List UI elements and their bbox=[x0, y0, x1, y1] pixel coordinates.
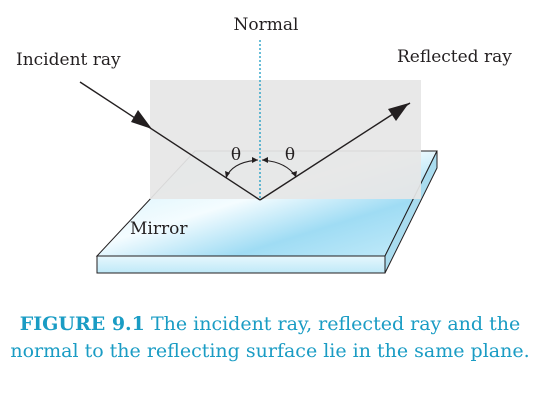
angle-arc-arrowhead bbox=[262, 157, 268, 163]
mirror-front-edge bbox=[96, 255, 386, 274]
plane-of-incidence bbox=[150, 80, 421, 199]
incident-ray bbox=[79, 81, 261, 201]
incident-arrowhead bbox=[131, 110, 152, 129]
reflection-diagram: Normal Incident ray Reflected ray Mirror… bbox=[16, 15, 512, 274]
caption-text: The incident ray, reflected ray and the … bbox=[10, 313, 530, 362]
angle-of-incidence-label: θ bbox=[231, 145, 241, 165]
reflected-arrowhead bbox=[388, 103, 409, 121]
incident-ray-label: Incident ray bbox=[16, 50, 121, 70]
reflected-ray bbox=[259, 102, 411, 201]
figure-number: FIGURE 9.1 bbox=[19, 313, 145, 335]
angle-arc-arrowhead bbox=[225, 171, 230, 178]
reflected-ray-label: Reflected ray bbox=[397, 47, 512, 67]
angle-arc-arrowhead bbox=[291, 171, 297, 177]
mirror-label: Mirror bbox=[130, 219, 188, 239]
angle-of-reflection-label: θ bbox=[285, 145, 295, 165]
angle-arc-arrowhead bbox=[252, 157, 258, 163]
angle-arcs bbox=[225, 157, 297, 179]
figure-caption: FIGURE 9.1 The incident ray, reflected r… bbox=[10, 311, 530, 365]
normal-label: Normal bbox=[234, 15, 299, 35]
